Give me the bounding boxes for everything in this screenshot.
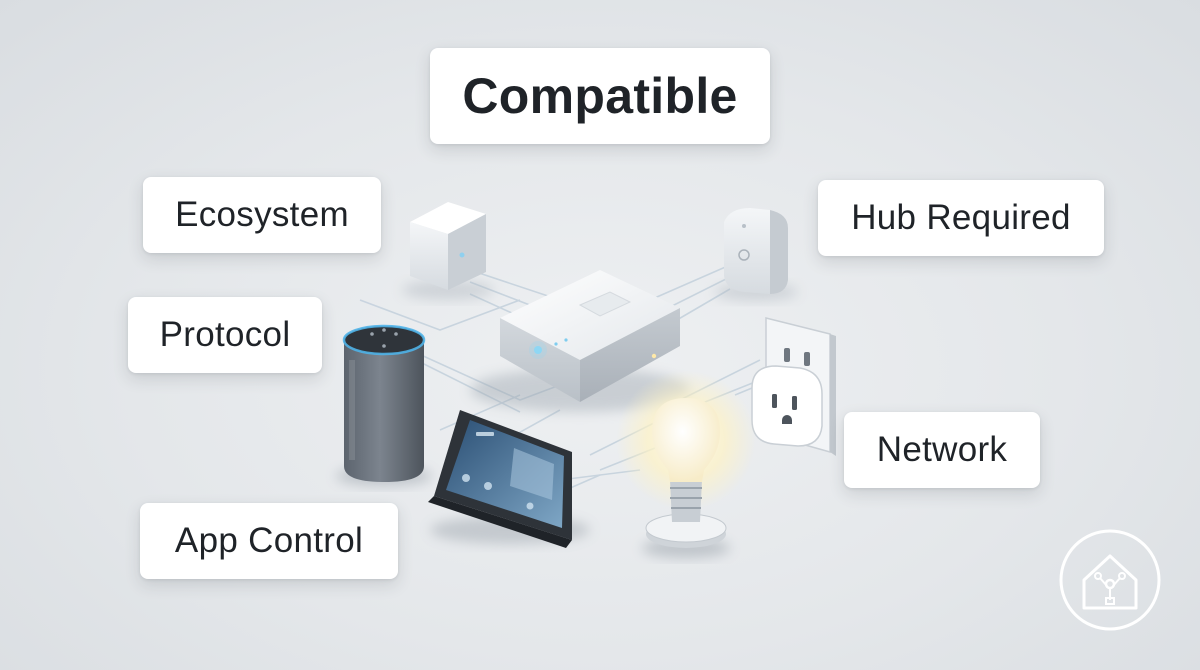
label-app-control: App Control <box>140 503 398 579</box>
small-bridge-icon <box>402 202 494 300</box>
label-hub-required: Hub Required <box>818 180 1104 256</box>
hub-icon <box>470 270 690 412</box>
light-bulb-icon <box>616 370 756 558</box>
sensor-module-icon <box>714 208 798 301</box>
smart-speaker-icon <box>336 324 432 486</box>
diagram-title: Compatible <box>430 48 770 144</box>
smart-plug-icon <box>751 317 836 456</box>
smart-display-icon <box>428 410 590 548</box>
label-protocol: Protocol <box>128 297 322 373</box>
house-network-logo-icon <box>1059 529 1161 631</box>
label-ecosystem: Ecosystem <box>143 177 381 253</box>
label-network: Network <box>844 412 1040 488</box>
